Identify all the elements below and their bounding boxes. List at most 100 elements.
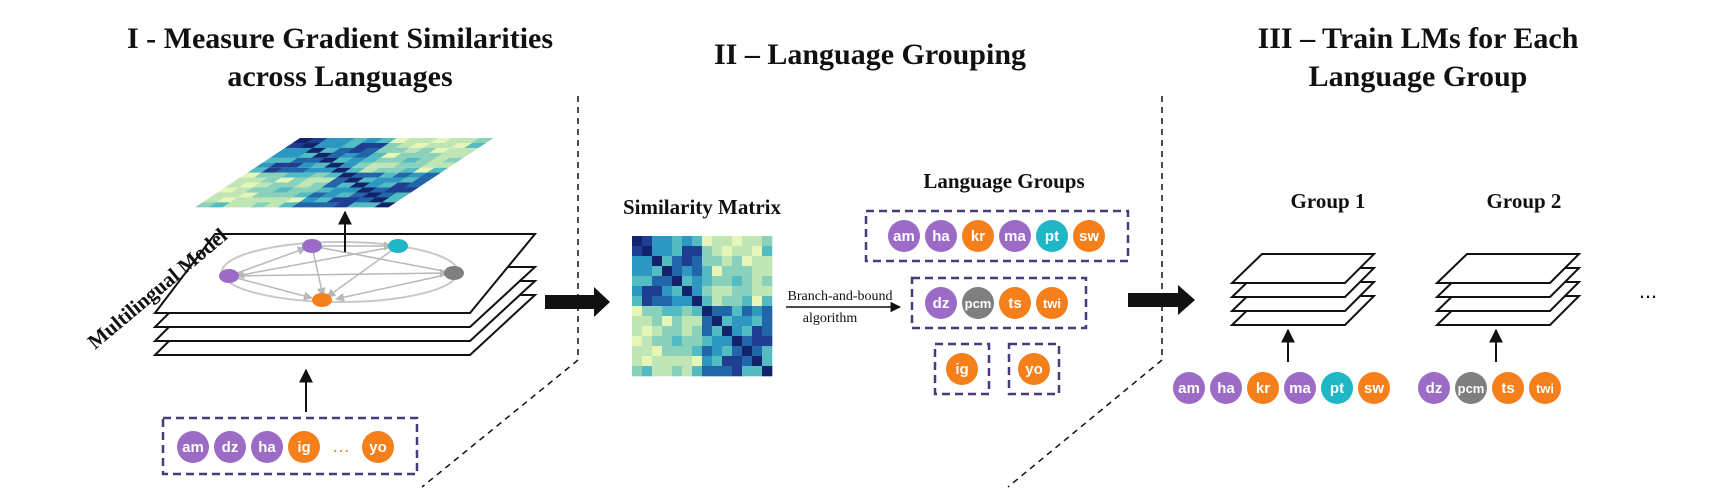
heatmap-cell (742, 266, 753, 277)
heatmap-cell (762, 296, 773, 307)
heatmap-cell (732, 336, 743, 347)
heatmap-cell (414, 157, 436, 163)
heatmap-cell (662, 346, 673, 357)
heatmap-cell (712, 316, 723, 327)
heatmap-cell (722, 296, 733, 307)
heatmap-cell (712, 366, 723, 377)
heatmap-cell (315, 177, 337, 183)
heatmap-cell (229, 197, 252, 203)
heatmap-cell (382, 187, 405, 193)
heatmap-cell (632, 366, 643, 377)
heatmap-cell (692, 236, 703, 247)
heatmap-cell (380, 152, 402, 158)
heatmap-cell (280, 182, 302, 188)
heatmap-cell (332, 147, 355, 153)
heatmap-cell (313, 187, 336, 193)
heatmap-cell (312, 142, 335, 148)
language-group-box-4 (1007, 342, 1061, 396)
heatmap-cell (302, 167, 325, 173)
section2-title: II – Language Grouping (714, 38, 1026, 71)
heatmap-cell (702, 276, 713, 287)
language-chip (962, 220, 994, 252)
heatmap-cell (332, 202, 355, 208)
heatmap-cell (268, 162, 291, 168)
heatmap-cell (642, 276, 653, 287)
heatmap-cell (682, 256, 693, 267)
heatmap-cell (752, 266, 763, 277)
heatmap-cell (375, 192, 398, 198)
heatmap-cell (202, 197, 225, 203)
language-chip (177, 431, 209, 463)
heatmap-cell (762, 256, 773, 267)
heatmap-cell (231, 187, 253, 193)
language-chip-label: twi (1536, 381, 1554, 396)
heatmap-cell (223, 192, 246, 198)
heatmap-cell (286, 187, 309, 193)
heatmap-cell (702, 336, 713, 347)
heatmap-cell (632, 246, 643, 257)
heatmap-cell (421, 152, 444, 158)
heatmap-cell (712, 296, 723, 307)
language-chip (1529, 372, 1561, 404)
heatmap-cell (702, 266, 713, 277)
heatmap-cell (322, 172, 345, 178)
language-chip-label: am (182, 439, 204, 456)
heatmap-cell (732, 356, 743, 367)
heatmap-cell (317, 157, 340, 163)
heatmap-cell (702, 346, 713, 357)
heatmap-cell (283, 152, 306, 158)
group-1-label: Group 1 (1291, 189, 1366, 213)
language-chip (1321, 372, 1353, 404)
heatmap-cell (632, 256, 643, 267)
heatmap-cell (372, 157, 395, 163)
heatmap-cell (471, 138, 494, 144)
heatmap-cell (232, 177, 255, 183)
heatmap-cell (318, 147, 341, 153)
heatmap-cell (224, 182, 247, 188)
heatmap-cell (702, 356, 713, 367)
heatmap-cell (652, 266, 663, 277)
language-chip-label: ha (932, 228, 950, 245)
heatmap-cell (762, 346, 773, 357)
heatmap-cell (672, 316, 683, 327)
heatmap-cell (441, 157, 464, 163)
language-chip (925, 220, 957, 252)
heatmap-cell (752, 246, 763, 257)
heatmap-cell (762, 316, 773, 327)
heatmap-cell (297, 152, 320, 158)
heatmap-cell (278, 192, 301, 198)
heatmap-cell (652, 286, 663, 297)
heatmap-cell (291, 147, 313, 153)
more-groups-ellipsis: ... (1639, 278, 1657, 303)
heatmap-cell (361, 192, 384, 198)
heatmap-cell (702, 286, 713, 297)
heatmap-cell (662, 236, 673, 247)
heatmap-cell (404, 182, 426, 188)
heatmap-cell (301, 177, 324, 183)
heatmap-cell (752, 256, 763, 267)
heatmap-cell (672, 346, 683, 357)
heatmap-cell (722, 336, 733, 347)
heatmap-cell (292, 138, 315, 144)
heatmap-cell (420, 162, 443, 168)
heatmap-cell (702, 246, 713, 257)
heatmap-cell (762, 366, 773, 377)
heatmap-cell (762, 306, 773, 317)
heatmap-cell (316, 167, 339, 173)
heatmap-cell (662, 286, 673, 297)
heatmap-cell (722, 236, 733, 247)
heatmap-cell (652, 336, 663, 347)
heatmap-cell (682, 296, 693, 307)
heatmap-cell (662, 306, 673, 317)
heatmap-cell (377, 172, 400, 178)
heatmap-cell (251, 192, 273, 198)
language-chip-label: am (893, 228, 915, 245)
heatmap-cell (341, 187, 364, 193)
heatmap-cell (257, 197, 280, 203)
heatmap-cell (692, 266, 703, 277)
heatmap-cell (642, 236, 653, 247)
heatmap-cell (732, 346, 743, 357)
heatmap-cell (672, 276, 683, 287)
